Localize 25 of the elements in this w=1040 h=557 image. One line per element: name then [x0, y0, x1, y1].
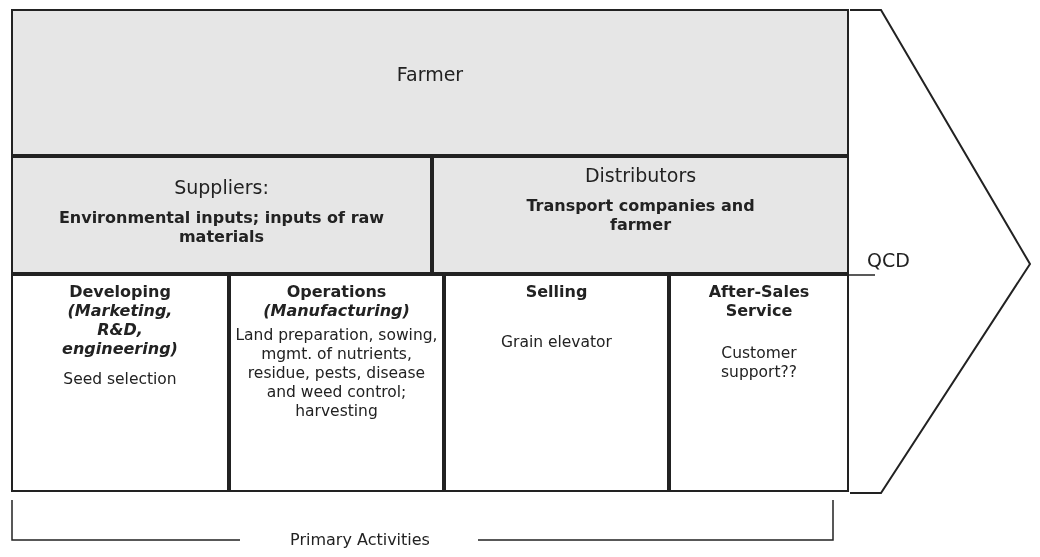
activity-cell: [669, 274, 849, 492]
heading-text: Developing: [69, 282, 171, 301]
body-text: Customer support??: [720, 344, 798, 382]
heading-text: Transport companies and farmer: [525, 196, 756, 234]
activity-cell: [229, 274, 444, 492]
activity-cell: [11, 274, 229, 492]
farmer-band: [11, 9, 849, 156]
chevron-arrow: [849, 9, 1032, 495]
heading-text: Operations: [286, 282, 387, 301]
bracket-label: Primary Activities: [289, 530, 431, 549]
heading-text: Environmental inputs; inputs of raw materials: [57, 208, 386, 246]
supplier-panel: [11, 156, 432, 274]
heading-text: Suppliers:: [174, 176, 269, 198]
heading-text: Farmer: [396, 63, 464, 85]
body-text: Grain elevator: [501, 333, 612, 352]
body-text: Seed selection: [63, 370, 177, 389]
heading-text: After-Sales Service: [707, 282, 811, 320]
heading-text: Selling: [525, 282, 588, 301]
body-text: Land preparation, sowing, mgmt. of nutrients, residue, pests, disease and weed control; harvesting: [235, 326, 438, 421]
heading-text: Distributors: [584, 164, 697, 186]
subheading-text: (Marketing, R&D, engineering): [61, 301, 179, 358]
heading-text: QCD: [867, 249, 910, 271]
activity-cell: [444, 274, 669, 492]
distributor-panel: [432, 156, 849, 274]
subheading-text: (Manufacturing): [263, 301, 410, 320]
